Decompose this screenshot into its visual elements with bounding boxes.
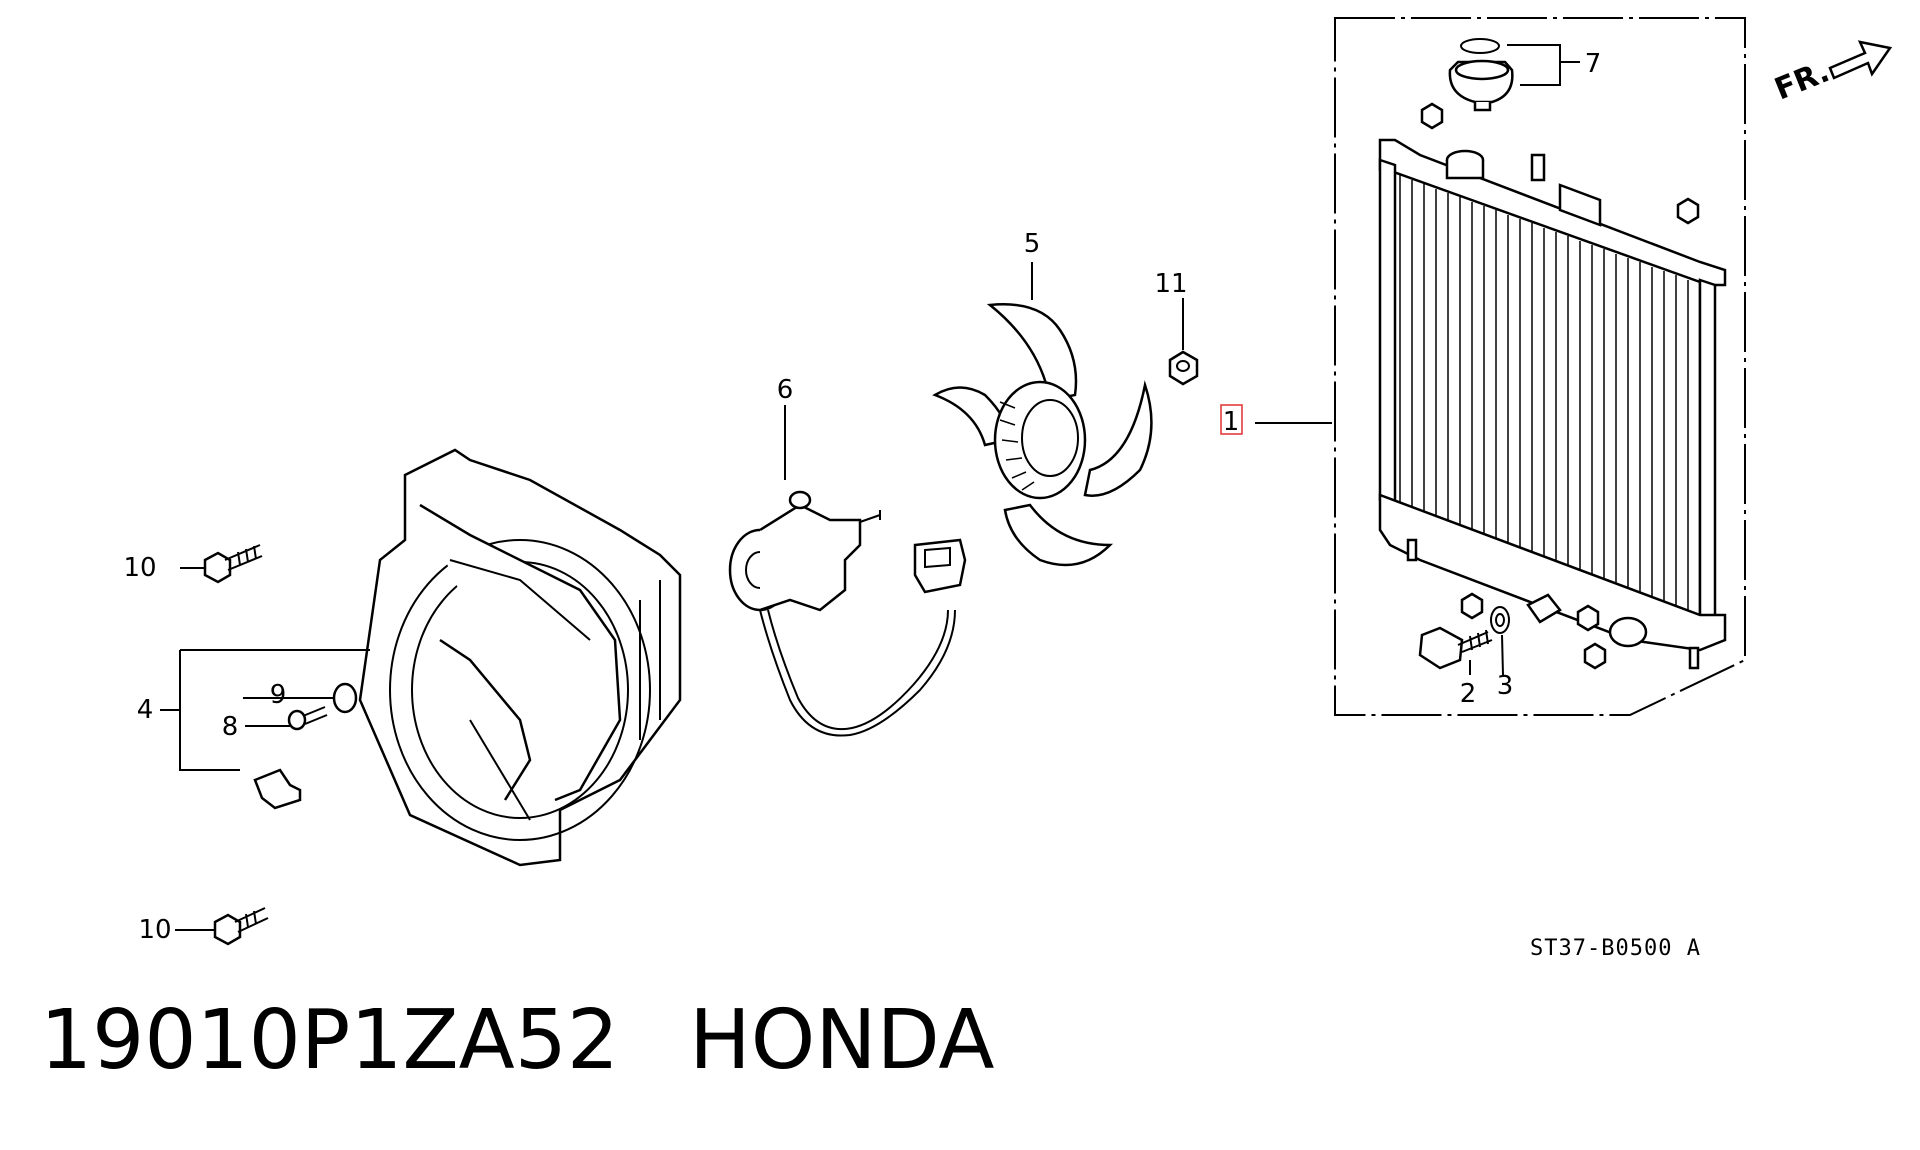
screw-8[interactable] xyxy=(287,706,328,731)
nut-11[interactable] xyxy=(1168,350,1199,386)
fan-shroud[interactable] xyxy=(358,448,682,867)
callout-10-upper: 10 xyxy=(123,553,156,583)
callout-labels: 1 2 3 4 5 6 7 8 9 10 10 11 xyxy=(123,49,1601,945)
radiator[interactable] xyxy=(1378,138,1727,670)
bolt-10-lower[interactable] xyxy=(213,907,269,946)
bolt-10-upper[interactable] xyxy=(203,544,263,584)
front-arrow-icon xyxy=(1828,40,1893,80)
callout-9: 9 xyxy=(270,680,287,710)
callout-7: 7 xyxy=(1585,49,1602,79)
fan-blade[interactable] xyxy=(932,303,1153,567)
drain-plug[interactable] xyxy=(1418,626,1493,670)
diagram-code: ST37-B0500 A xyxy=(1530,936,1701,961)
washer-9[interactable] xyxy=(332,682,358,714)
callout-2: 2 xyxy=(1460,679,1477,709)
radiator-frame xyxy=(1334,17,1746,716)
radiator-cap[interactable] xyxy=(1448,38,1514,112)
front-label: FR. xyxy=(1770,54,1835,107)
callout-1-highlight xyxy=(1220,404,1243,435)
callout-1: 1 xyxy=(1223,407,1240,437)
front-direction-marker: FR. xyxy=(1770,40,1893,107)
callout-6: 6 xyxy=(777,375,794,405)
radiator-core-fins xyxy=(1399,175,1689,610)
callout-4: 4 xyxy=(137,695,154,725)
callout-8: 8 xyxy=(222,712,239,742)
callout-3: 3 xyxy=(1497,671,1514,701)
leader-lines xyxy=(160,44,1580,931)
part-number: 19010P1ZA52 xyxy=(40,993,620,1088)
callout-5: 5 xyxy=(1024,229,1041,259)
radiator-mount-cushion xyxy=(1526,593,1562,624)
shroud-bracket xyxy=(253,768,302,810)
washer[interactable] xyxy=(1490,606,1510,634)
brand-name: HONDA xyxy=(689,993,995,1088)
fan-motor[interactable] xyxy=(728,490,967,737)
callout-10-lower: 10 xyxy=(138,915,171,945)
radiator-nuts xyxy=(1420,102,1700,670)
callout-11: 11 xyxy=(1154,269,1187,299)
